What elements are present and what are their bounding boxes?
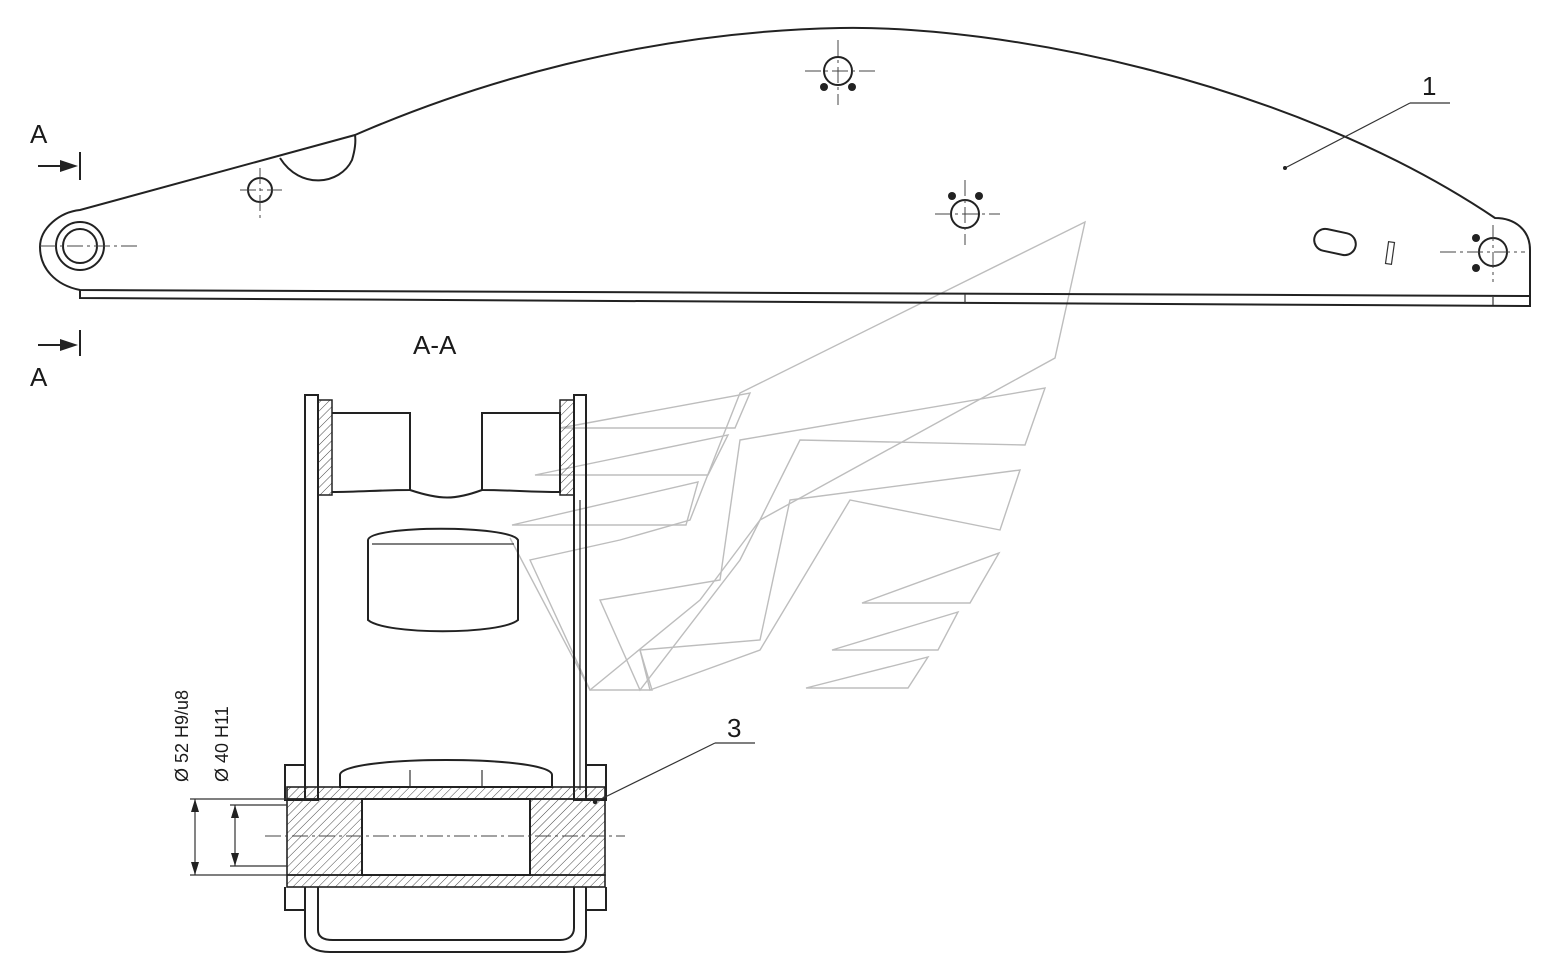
dim-outer-label: Ø 52 H9/u8 <box>172 690 192 782</box>
section-arrow-icon <box>38 152 81 356</box>
dim-inner-label: Ø 40 H11 <box>212 706 232 782</box>
callout-3-label: 3 <box>727 713 741 743</box>
section-mark-bottom: A <box>30 362 48 392</box>
section-view <box>190 394 755 953</box>
arm-side-view <box>38 26 1531 308</box>
callout-1-label: 1 <box>1422 71 1436 101</box>
watermark-logo-icon <box>509 220 1086 692</box>
section-mark-top: A <box>30 119 48 149</box>
section-title: A-A <box>413 330 457 360</box>
